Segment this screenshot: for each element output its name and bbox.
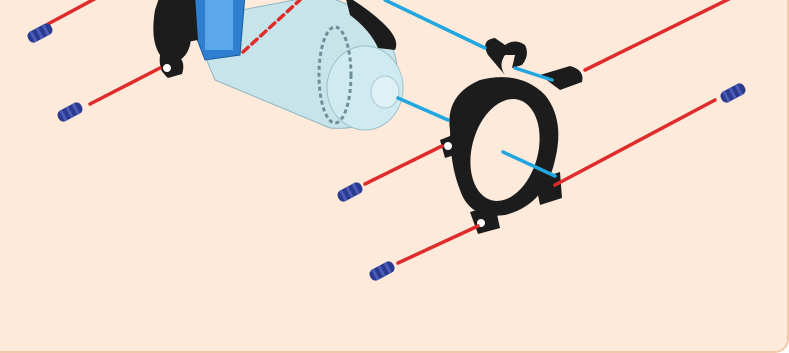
- red-line-center: [365, 146, 442, 184]
- red-line-bottom: [398, 226, 478, 263]
- blue-line-middle: [398, 98, 448, 120]
- clamp-bracket: [440, 38, 583, 234]
- red-line-left: [90, 68, 160, 104]
- screw: [336, 181, 365, 204]
- red-line-top-right: [585, 0, 735, 70]
- red-line-top-left: [48, 0, 100, 24]
- screw: [56, 101, 85, 124]
- red-line-right: [555, 100, 715, 185]
- screw: [368, 260, 397, 283]
- screw: [719, 82, 748, 105]
- blue-line-top: [385, 0, 485, 48]
- screw: [26, 22, 55, 45]
